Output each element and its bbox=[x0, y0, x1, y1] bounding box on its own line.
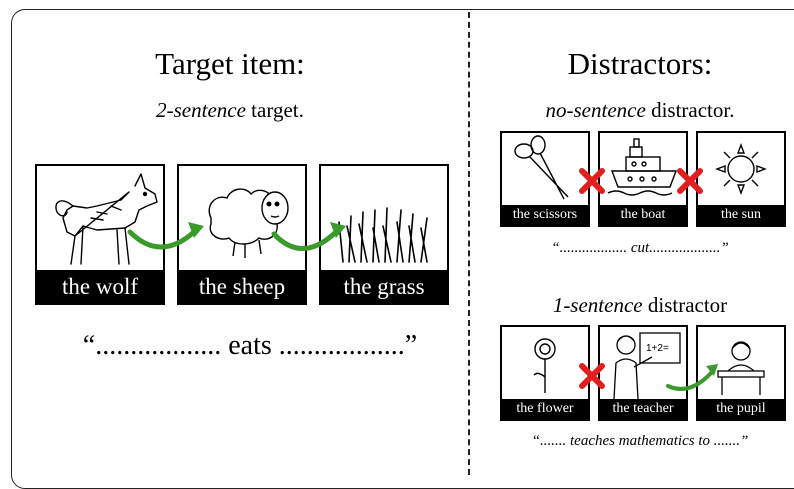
card-label-grass: the grass bbox=[321, 270, 447, 303]
card-teacher: 1+2= the teacher bbox=[598, 325, 688, 421]
grass-icon bbox=[321, 166, 447, 270]
scissors-icon bbox=[502, 133, 588, 205]
target-subheading: 2-sentence target. bbox=[60, 98, 400, 123]
green-arrow-icon bbox=[666, 364, 718, 391]
one-sentence-subheading: 1-sentence distractor bbox=[500, 293, 780, 318]
svg-text:1+2=: 1+2= bbox=[646, 343, 669, 354]
no-sentence-subheading: no-sentence distractor. bbox=[500, 98, 780, 123]
red-cross-icon bbox=[579, 363, 605, 389]
distractors-heading: Distractors: bbox=[567, 46, 713, 81]
no-sentence-rest: distractor. bbox=[645, 98, 735, 122]
one-sentence-italic: 1-sentence bbox=[552, 293, 643, 317]
pupil-icon bbox=[698, 327, 784, 399]
card-label-scissors: the scissors bbox=[502, 205, 588, 225]
no-sentence-italic: no-sentence bbox=[545, 98, 646, 122]
red-cross-icon bbox=[677, 168, 703, 194]
target-subheading-italic: 2-sentence bbox=[156, 98, 246, 122]
sun-icon bbox=[698, 133, 784, 205]
green-arrow-icon bbox=[271, 222, 346, 251]
target-heading: Target item: bbox=[155, 46, 305, 81]
card-grass: the grass bbox=[319, 164, 449, 305]
red-cross-icon bbox=[579, 168, 605, 194]
flower-icon bbox=[502, 327, 588, 399]
no-sentence-quote: “.................. cut.................… bbox=[551, 240, 729, 256]
card-sheep: the sheep bbox=[177, 164, 307, 305]
one-sentence-quote: “....... teaches mathematics to .......” bbox=[531, 433, 749, 449]
card-label-boat: the boat bbox=[600, 205, 686, 225]
card-sun: the sun bbox=[696, 131, 786, 227]
card-label-flower: the flower bbox=[502, 399, 588, 419]
green-arrow-icon bbox=[127, 222, 204, 250]
target-subheading-rest: target. bbox=[245, 98, 304, 122]
boat-icon bbox=[600, 133, 686, 205]
teacher-icon: 1+2= bbox=[600, 327, 686, 400]
sheep-icon bbox=[179, 166, 305, 270]
card-label-teacher: the teacher bbox=[600, 399, 686, 419]
wolf-icon bbox=[37, 166, 163, 270]
card-boat: the boat bbox=[598, 131, 688, 227]
card-label-sheep: the sheep bbox=[179, 270, 305, 303]
card-label-sun: the sun bbox=[698, 205, 784, 225]
one-sentence-rest: distractor bbox=[642, 293, 728, 317]
card-label-pupil: the pupil bbox=[698, 399, 784, 419]
section-divider bbox=[468, 12, 470, 475]
target-sentence: “.................. eats ...............… bbox=[82, 330, 418, 361]
card-scissors: the scissors bbox=[500, 131, 590, 227]
connectors-overlay bbox=[127, 168, 718, 391]
card-wolf: the wolf bbox=[35, 164, 165, 305]
card-label-wolf: the wolf bbox=[37, 270, 163, 303]
